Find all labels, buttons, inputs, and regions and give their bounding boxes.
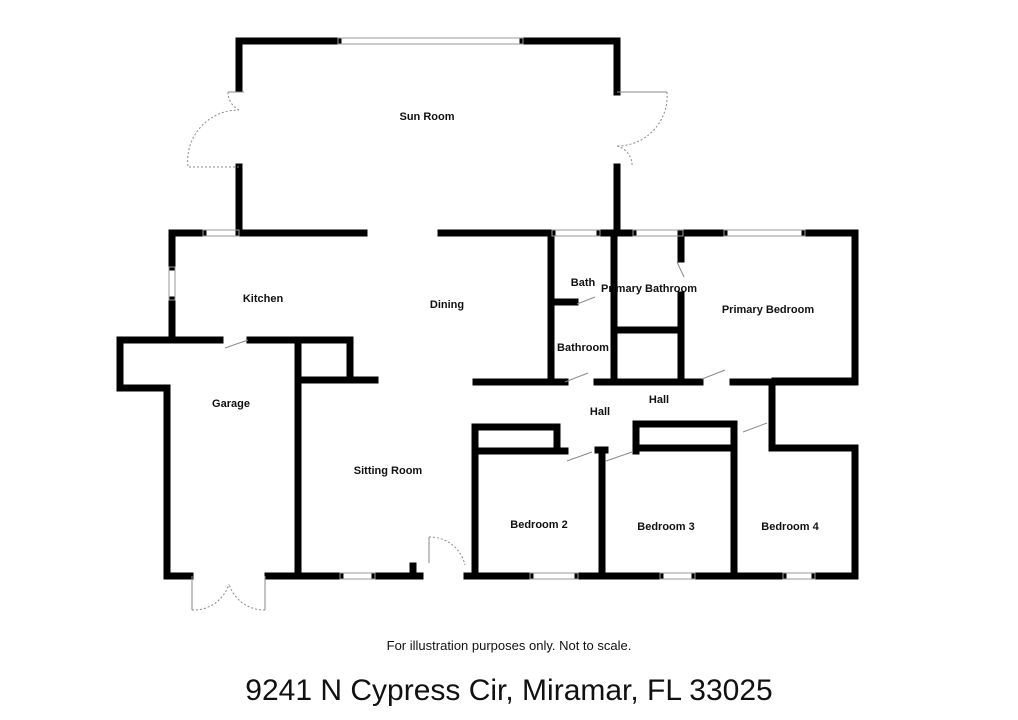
room-label-bathroom: Bathroom	[557, 342, 609, 354]
room-label-sun-room: Sun Room	[399, 111, 455, 123]
room-label-bedroom-4: Bedroom 4	[761, 521, 819, 533]
room-label-kitchen: Kitchen	[242, 293, 284, 305]
room-label-hall: Hall	[589, 406, 611, 418]
room-label-dining: Dining	[429, 299, 465, 311]
room-label-bedroom-2: Bedroom 2	[510, 519, 568, 531]
walls	[116, 37, 859, 580]
room-label-hall: Hall	[648, 394, 670, 406]
disclaimer-text: For illustration purposes only. Not to s…	[386, 638, 632, 653]
doors	[187, 91, 768, 611]
room-label-primary-bathroom: Primary Bathroom	[601, 283, 697, 295]
room-label-sitting-room: Sitting Room	[353, 465, 423, 477]
room-label-garage: Garage	[212, 398, 250, 410]
property-address: 9241 N Cypress Cir, Miramar, FL 33025	[245, 674, 773, 707]
room-label-bedroom-3: Bedroom 3	[637, 521, 695, 533]
room-label-primary-bedroom: Primary Bedroom	[721, 304, 815, 316]
room-label-bath: Bath	[570, 277, 596, 289]
windows	[168, 37, 816, 580]
